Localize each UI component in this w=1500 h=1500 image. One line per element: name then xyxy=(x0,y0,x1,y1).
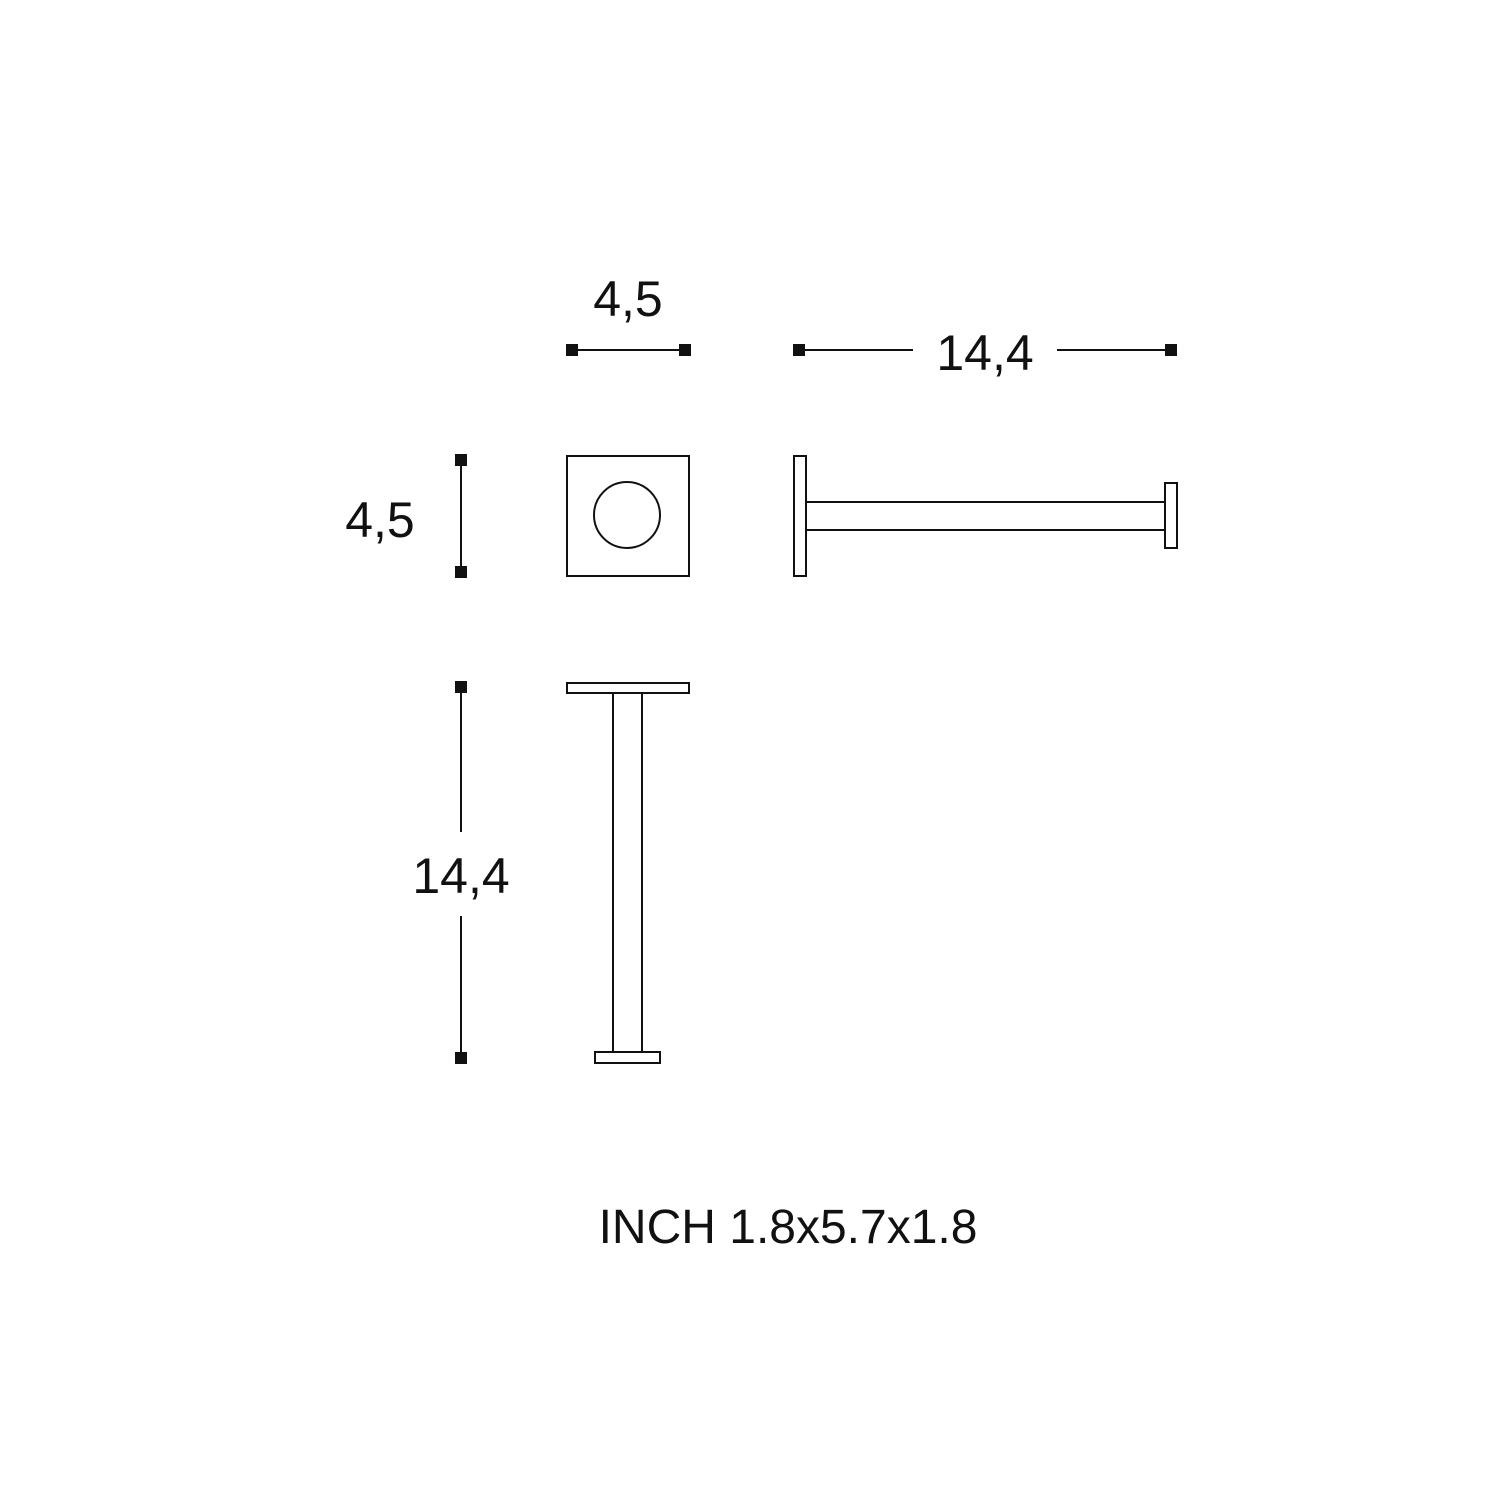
dimension-tick xyxy=(1165,344,1177,356)
dimension-top-width: 4,5 xyxy=(566,271,691,356)
side-wall-plate xyxy=(793,455,807,577)
side-bar xyxy=(805,501,1166,531)
dimension-tick xyxy=(455,1052,467,1064)
dimension-tick xyxy=(455,454,467,466)
side-view xyxy=(793,455,1178,577)
dimension-tick xyxy=(455,566,467,578)
front-bottom-cap xyxy=(594,1051,661,1064)
dimension-label-top-width: 4,5 xyxy=(593,271,663,327)
dimension-front-height: 14,4 xyxy=(412,681,510,1064)
dimension-tick xyxy=(679,344,691,356)
front-top-plate xyxy=(566,682,690,694)
dimension-tick xyxy=(566,344,578,356)
dimension-label-top-height: 4,5 xyxy=(345,492,415,548)
dimension-side-length: 14,4 xyxy=(793,325,1177,381)
front-bar xyxy=(612,692,643,1053)
front-view xyxy=(566,682,690,1064)
round-bar-end xyxy=(593,481,661,549)
top-view xyxy=(566,455,690,577)
square-wall-plate xyxy=(566,455,690,577)
side-end-cap xyxy=(1164,482,1178,549)
dimension-label-front-height: 14,4 xyxy=(412,848,509,904)
dimension-tick xyxy=(793,344,805,356)
dimension-top-height: 4,5 xyxy=(345,454,467,578)
dimension-tick xyxy=(455,681,467,693)
inch-dimensions-note: INCH 1.8x5.7x1.8 xyxy=(599,1201,978,1254)
dimension-label-side-length: 14,4 xyxy=(936,325,1033,381)
